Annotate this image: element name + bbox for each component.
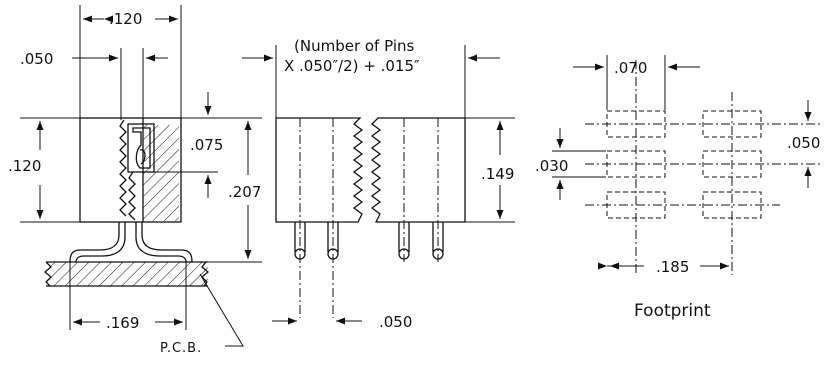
dim-pad-pitch-y: .050 (787, 134, 820, 152)
contact-wave (119, 119, 127, 217)
pcb-label: P.C.B. (160, 341, 202, 356)
pin-tail-left (75, 222, 126, 263)
pin-tail-left (69, 222, 120, 263)
contact-slot (127, 123, 155, 173)
length-formula-line1: (Number of Pins (294, 37, 414, 55)
dim-pad-pitch-x: .070 (614, 59, 647, 77)
connector-body-left (275, 117, 364, 223)
side-view: .120 .050 .120 .075 .207 (8, 5, 262, 356)
pin (432, 222, 444, 252)
contact-wave (128, 171, 136, 221)
spring-contact-curve (139, 149, 146, 165)
spring-contact (132, 127, 151, 169)
dim-body-height: .120 (8, 157, 41, 175)
pin-tip (398, 248, 410, 260)
hatched-wall (143, 125, 179, 221)
pin-tail-right (141, 222, 193, 263)
pin-tip (432, 248, 444, 260)
break-line (43, 261, 52, 287)
footprint-view: .070 .050 .030 .185 Footprint (535, 55, 820, 321)
pins (294, 118, 444, 318)
footprint-title: Footprint (634, 301, 711, 321)
connector-body (79, 117, 182, 223)
dim-height: .149 (481, 165, 514, 183)
pcb-board (46, 262, 208, 286)
pin (294, 222, 306, 252)
dim-left-offset: .050 (20, 50, 53, 68)
pin-tip (294, 248, 306, 260)
pin (327, 222, 339, 252)
front-view: (Number of Pins X .050″/2) + .015″ (242, 37, 515, 331)
dim-total-height: .207 (228, 183, 261, 201)
pin (398, 222, 410, 252)
length-formula-line2: X .050″/2) + .015″ (284, 57, 420, 75)
dim-contact-depth: .075 (190, 136, 223, 154)
pcb-leader (199, 273, 244, 347)
dim-top-width: .120 (109, 10, 142, 28)
dim-tail-span: .169 (106, 314, 139, 332)
pin-tip (327, 248, 339, 260)
dim-row-span: .185 (656, 258, 689, 276)
connector-body-right (370, 117, 466, 223)
dim-pad-height: .030 (535, 157, 568, 175)
pin-tail-right (135, 222, 187, 263)
break-line (201, 261, 210, 287)
dim-pitch: .050 (379, 313, 412, 331)
